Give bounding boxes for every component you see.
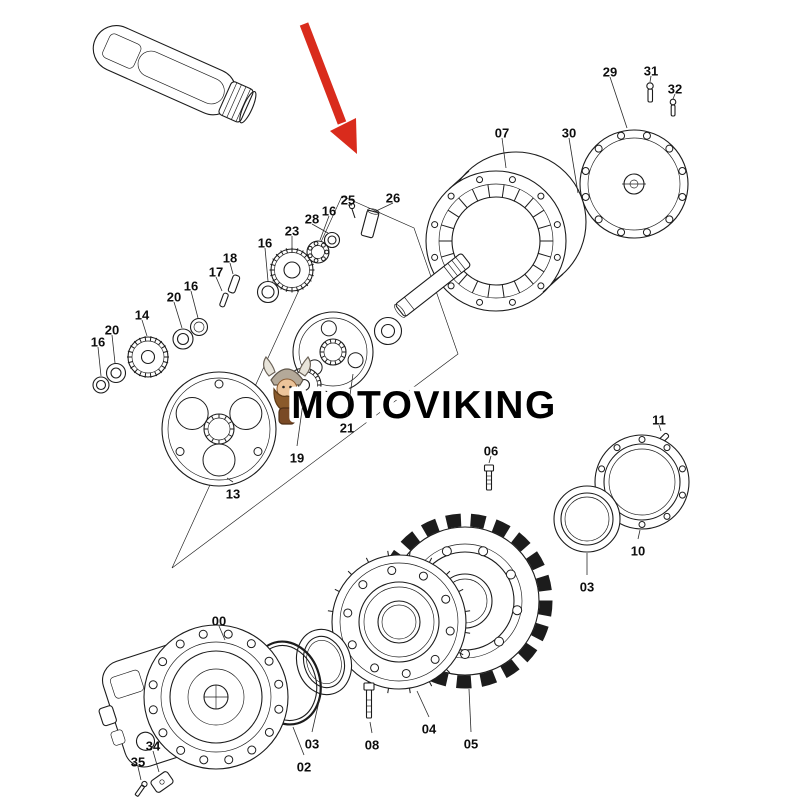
leader-line-34: [152, 750, 160, 773]
leader-line-14: [141, 319, 148, 337]
part-label-08: 08: [365, 738, 379, 753]
leader-line-19: [296, 402, 304, 447]
part-label-28: 28: [305, 212, 319, 227]
part-label-30: 30: [562, 126, 576, 141]
leader-line-31: [649, 75, 652, 83]
part-label-21: 21: [340, 421, 354, 436]
part-03-seal-right: [553, 485, 621, 553]
leader-line-32: [672, 93, 676, 100]
part-25-screw: [348, 202, 356, 219]
part-28-spacer: [323, 231, 341, 249]
leader-line-35: [137, 766, 142, 781]
part-label-35: 35: [131, 755, 145, 770]
leader-line-00: [218, 625, 226, 641]
part-17-pin: [219, 292, 229, 308]
part-03-seal-left: [295, 628, 353, 696]
part-label-03: 03: [305, 737, 319, 752]
part-label-16: 16: [258, 236, 272, 251]
highlight-arrow: [299, 22, 357, 154]
part-label-34: 34: [146, 739, 161, 754]
part-20-washer-b: [172, 328, 194, 350]
leader-line-10: [637, 529, 641, 540]
leader-line-20: [173, 301, 183, 329]
part-label-06: 06: [484, 444, 498, 459]
part-label-18: 18: [223, 251, 237, 266]
leader-line-06: [488, 455, 492, 464]
part-20-washer-a: [105, 362, 127, 384]
leader-line-29: [609, 76, 628, 129]
part-label-23: 23: [285, 224, 299, 239]
leader-line-03: [311, 696, 321, 733]
part-16-bearing-b: [189, 317, 209, 337]
part-label-00: 00: [212, 614, 226, 629]
part-label-11: 11: [652, 413, 666, 428]
leader-line-13: [226, 477, 234, 483]
part-16-washer-left: [256, 280, 280, 304]
leader-line-30: [568, 137, 579, 194]
part-label-26: 26: [386, 191, 400, 206]
part-label-29: 29: [603, 65, 617, 80]
part-label-14: 14: [135, 308, 150, 323]
viking-mascot-logo: [263, 356, 318, 425]
part-06-bolt: [483, 464, 495, 491]
part-07-ring-gear: [425, 151, 587, 312]
part-29-cover: [579, 129, 689, 239]
part-link-arm: [92, 25, 257, 124]
part-34-shim: [150, 771, 174, 793]
leader-line-21: [346, 373, 354, 417]
leader-line-08: [369, 721, 373, 734]
leader-line-16: [97, 346, 102, 377]
part-31-bolt: [646, 82, 654, 103]
part-label-16: 16: [91, 335, 105, 350]
leader-line-18: [229, 262, 234, 275]
leader-line-26: [373, 202, 394, 213]
part-label-20: 20: [167, 290, 181, 305]
part-label-16: 16: [184, 279, 198, 294]
leader-line-11: [658, 424, 662, 432]
part-label-16: 16: [322, 204, 336, 219]
part-23-gear: [269, 247, 315, 293]
leader-line-16: [319, 215, 330, 241]
leader-line-28: [311, 223, 329, 234]
part-label-17: 17: [209, 265, 223, 280]
part-shaft: [394, 253, 471, 318]
part-14-gear: [127, 336, 169, 378]
part-10-ring: [594, 434, 690, 530]
leader-line-02: [292, 726, 305, 756]
part-35-bolt: [134, 780, 148, 797]
part-label-13: 13: [226, 487, 240, 502]
part-label-25: 25: [341, 193, 355, 208]
part-label-07: 07: [495, 126, 509, 141]
part-08-bolt: [363, 682, 375, 719]
part-26-bushing: [360, 208, 380, 239]
watermark-text: MOTOVIKING: [291, 384, 557, 427]
part-label-10: 10: [631, 544, 645, 559]
part-04-hub: [327, 550, 471, 694]
part-13-carrier: [161, 371, 277, 487]
part-label-20: 20: [105, 323, 119, 338]
part-label-19: 19: [290, 451, 304, 466]
part-16-washer-a: [92, 376, 110, 394]
part-label-32: 32: [668, 82, 682, 97]
leader-line-17: [215, 276, 223, 292]
leader-line-20: [111, 334, 116, 364]
part-16-bearing: [306, 240, 330, 264]
part-00-motor: [98, 624, 289, 770]
part-32-bolt: [669, 98, 677, 117]
part-label-04: 04: [422, 722, 437, 737]
watermark-halo: MOTOVIKING: [291, 384, 557, 427]
part-21-washer: [373, 316, 403, 346]
leader-line-07: [501, 137, 507, 169]
part-label-02: 02: [297, 760, 311, 775]
part-18-pin: [227, 274, 241, 294]
leader-line-16: [190, 290, 199, 319]
part-label-03: 03: [580, 580, 594, 595]
leader-line-04: [416, 690, 430, 718]
leader-line-16: [264, 247, 269, 282]
part-label-05: 05: [464, 737, 478, 752]
leader-line-05: [468, 688, 472, 733]
part-label-31: 31: [644, 64, 658, 79]
